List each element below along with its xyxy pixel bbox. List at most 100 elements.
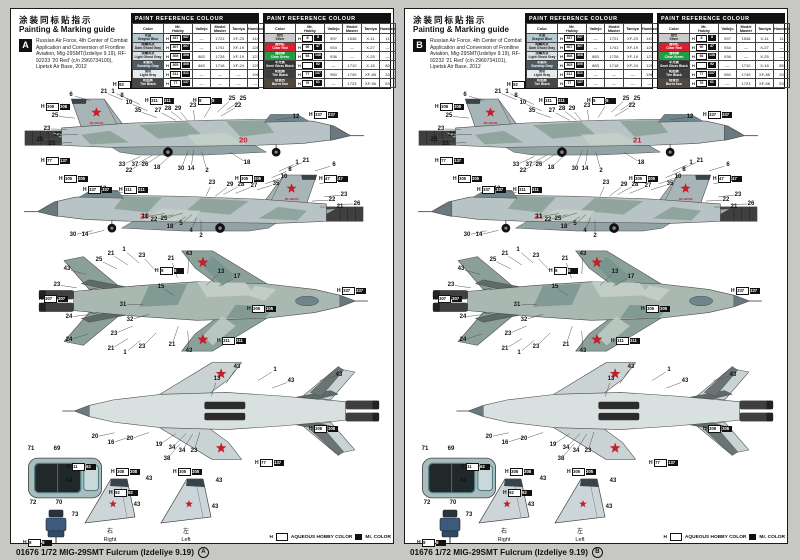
part-callout-number: 35 <box>528 108 536 114</box>
part-callout-number: 23 <box>437 126 445 132</box>
vertical-fin <box>309 366 345 397</box>
part-callout-number: 21 <box>696 158 704 164</box>
aircraft-side-view-starboard: RF-92232 21 <box>418 98 759 157</box>
paint-column-header: Vallejo <box>192 23 211 34</box>
part-callout-number: 8 <box>682 167 686 173</box>
paint-column-header: Color <box>526 23 558 34</box>
part-callout-number: 21 <box>501 346 509 352</box>
part-callout-number: 26 <box>141 162 149 168</box>
mrcolor-box-icon <box>355 534 363 540</box>
part-callout-number: 23 <box>602 180 610 186</box>
model-master-code: 1710 <box>736 60 756 70</box>
part-callout-number: 20 <box>91 434 99 440</box>
seat-headrest <box>48 509 64 518</box>
part-callout-number: 27 <box>548 108 556 114</box>
red-star-marking <box>215 368 227 379</box>
humbrol-code: 125 <box>641 60 658 70</box>
vallejo-code: — <box>586 33 605 43</box>
part-callout-number: 21 <box>336 204 344 210</box>
part-callout-number: 11 <box>141 214 149 220</box>
part-callout-number: 28 <box>558 106 566 112</box>
part-callout-number: 23 <box>447 282 455 288</box>
part-callout-number: 22 <box>328 197 336 203</box>
part-callout-number: 1 <box>505 89 509 95</box>
part-callout-number: 25 <box>445 113 453 119</box>
vallejo-code: — <box>586 42 605 52</box>
part-callout-number: 23 <box>584 448 592 454</box>
part-callout-number: 21 <box>501 251 509 257</box>
intake-duct <box>598 412 640 421</box>
humbrol-code: 196 <box>247 69 264 79</box>
part-callout-number: 23 <box>532 344 540 350</box>
scheme-mark: B <box>591 547 603 558</box>
part-callout-number: 28 <box>237 182 245 188</box>
tamiya-code: X-18 <box>755 60 774 70</box>
part-callout-number: 43 <box>133 502 141 508</box>
part-callout-number: 23 <box>504 331 512 337</box>
part-callout-number: 21 <box>168 342 176 348</box>
part-callout-number: 18 <box>243 160 251 166</box>
model-master-code: 1749 <box>736 69 756 79</box>
model-master-code: — <box>604 69 624 79</box>
humbrol-code: 196 <box>641 69 658 79</box>
part-callout-number: 43 <box>185 348 193 354</box>
part-callout-number: 6 <box>726 162 730 168</box>
part-callout-number: 23 <box>53 282 61 288</box>
part-callout-number: 21 <box>494 89 502 95</box>
ejection-seat-detail <box>45 509 67 543</box>
fin-tip-panel <box>580 479 599 487</box>
humbrol-code: 144 <box>641 33 658 43</box>
tamiya-code: — <box>623 78 642 88</box>
model-master-code: — <box>342 51 362 61</box>
part-callout-number: 30 <box>463 232 471 238</box>
humbrol-code: 127 <box>247 51 264 61</box>
tamiya-code: X-25 <box>361 51 380 61</box>
part-callout-number: 19 <box>155 442 163 448</box>
tamiya-code: XF-24 <box>229 60 248 70</box>
part-callout-number: 13 <box>607 376 615 382</box>
part-callout-number: 34 <box>178 448 186 454</box>
aqueous-box-icon <box>669 533 682 541</box>
part-callout-number: 1 <box>517 350 521 356</box>
tamiya-code: XF-23 <box>623 33 642 43</box>
aqueous-label: AQUEOUS HOBBY COLOR <box>684 534 747 540</box>
part-callout-number: 25 <box>36 137 44 143</box>
canopy <box>658 114 704 123</box>
vallejo-code: 997 <box>718 33 737 43</box>
fin-tip-panel <box>504 479 523 487</box>
part-callout-number: 18 <box>637 160 645 166</box>
model-master-code: 1741 <box>604 42 624 52</box>
tamiya-code: X-27 <box>361 42 380 52</box>
part-callout-number: 22 <box>234 103 242 109</box>
aqueous-box-icon <box>275 533 288 541</box>
part-callout-number: 25 <box>160 216 168 222</box>
aircraft-bottom-view <box>456 362 774 460</box>
part-callout-number: 25 <box>489 257 497 263</box>
part-callout-number: 38 <box>557 456 565 462</box>
